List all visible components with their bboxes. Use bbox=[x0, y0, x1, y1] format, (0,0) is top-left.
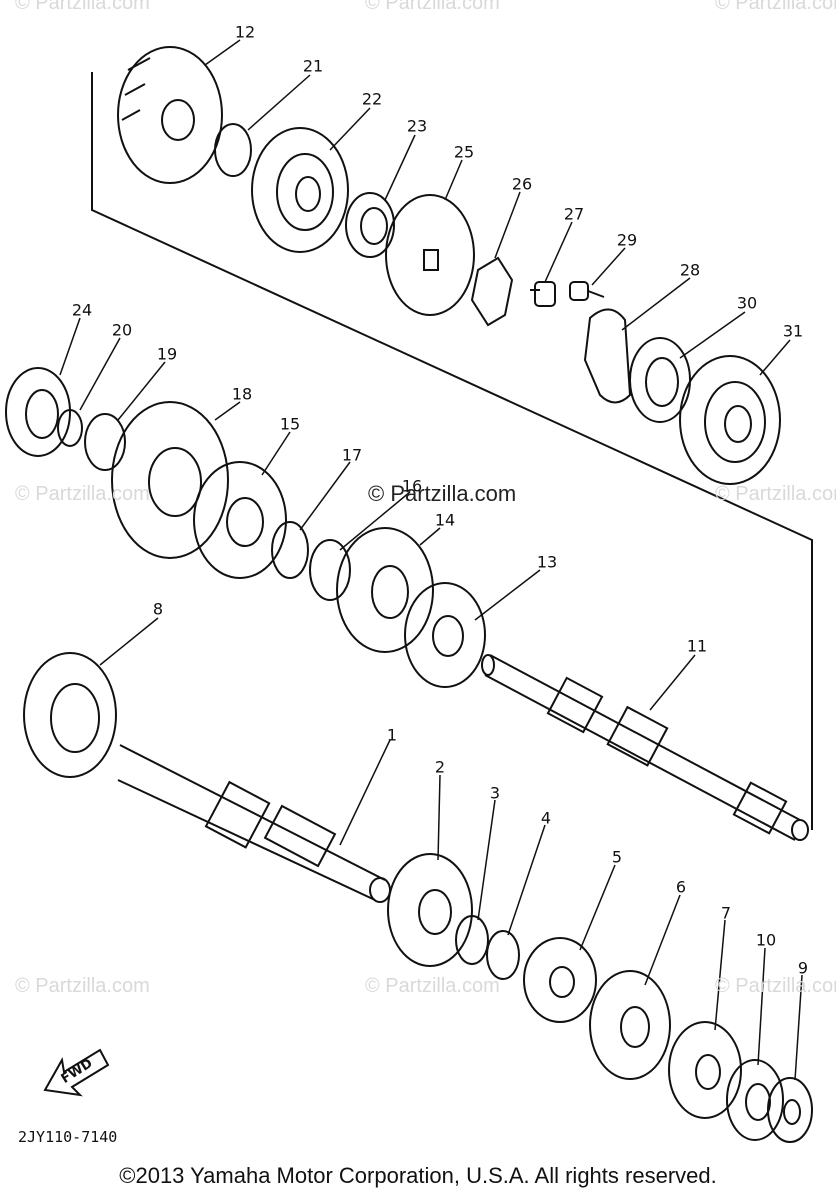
watermark: © Partzilla.com bbox=[15, 975, 150, 997]
part-22-bearing bbox=[251, 127, 349, 253]
callout-6: 6 bbox=[675, 877, 687, 897]
callout-2: 2 bbox=[434, 757, 446, 777]
callout-4: 4 bbox=[540, 808, 552, 828]
watermark: © Partzilla.com bbox=[365, 975, 500, 997]
part-14-gear bbox=[336, 527, 434, 653]
callout-29: 29 bbox=[616, 230, 638, 250]
callout-21: 21 bbox=[302, 56, 324, 76]
part-10-bearing bbox=[726, 1059, 784, 1141]
part-17-circlip bbox=[271, 521, 309, 579]
part-21-washer bbox=[214, 123, 252, 177]
callout-24: 24 bbox=[71, 300, 93, 320]
callout-28: 28 bbox=[679, 260, 701, 280]
frame-line bbox=[91, 72, 813, 830]
part-15-gear bbox=[193, 461, 287, 579]
callout-14: 14 bbox=[434, 510, 456, 530]
callout-3: 3 bbox=[489, 783, 501, 803]
part-9-seal bbox=[767, 1077, 813, 1143]
leader-lines bbox=[59, 39, 803, 1081]
callout-12: 12 bbox=[234, 22, 256, 42]
part-20-circlip bbox=[57, 409, 83, 447]
callout-7: 7 bbox=[720, 903, 732, 923]
fwd-arrow-icon bbox=[43, 1048, 110, 1097]
callout-19: 19 bbox=[156, 344, 178, 364]
part-7-gear bbox=[668, 1021, 742, 1119]
watermark: © Partzilla.com bbox=[715, 0, 836, 14]
watermark: © Partzilla.com bbox=[715, 975, 836, 997]
callout-10: 10 bbox=[755, 930, 777, 950]
part-6-gear bbox=[589, 970, 671, 1080]
part-3-washer bbox=[455, 915, 489, 965]
part-26-lockwasher bbox=[470, 256, 514, 327]
callout-20: 20 bbox=[111, 320, 133, 340]
diagram-code: 2JY110-7140 bbox=[18, 1128, 118, 1146]
callout-8: 8 bbox=[152, 599, 164, 619]
callout-26: 26 bbox=[511, 174, 533, 194]
part-5-gear bbox=[523, 937, 597, 1023]
part-11-shaft bbox=[481, 654, 809, 841]
callout-31: 31 bbox=[782, 321, 804, 341]
watermark-center: © Partzilla.com bbox=[368, 481, 517, 506]
callout-16: 16 bbox=[401, 476, 423, 496]
part-31-bearing bbox=[679, 355, 781, 485]
callout-30: 30 bbox=[736, 293, 758, 313]
copyright-notice: ©2013 Yamaha Motor Corporation, U.S.A. A… bbox=[119, 1163, 717, 1188]
callout-9: 9 bbox=[797, 958, 809, 978]
callout-5: 5 bbox=[611, 847, 623, 867]
watermark: © Partzilla.com bbox=[365, 0, 500, 14]
part-2-gear bbox=[387, 853, 473, 967]
callout-13: 13 bbox=[536, 552, 558, 572]
callout-1: 1 bbox=[386, 725, 398, 745]
part-8-bearing bbox=[23, 652, 117, 778]
callout-18: 18 bbox=[231, 384, 253, 404]
watermark: © Partzilla.com bbox=[15, 483, 150, 505]
callout-11: 11 bbox=[686, 636, 708, 656]
watermark: © Partzilla.com bbox=[15, 0, 150, 14]
callout-17: 17 bbox=[341, 445, 363, 465]
callout-22: 22 bbox=[361, 89, 383, 109]
part-18-gear bbox=[111, 401, 229, 559]
part-25-sprocket bbox=[385, 194, 475, 316]
part-19-washer bbox=[84, 413, 126, 471]
callout-25: 25 bbox=[453, 142, 475, 162]
part-28-plate bbox=[583, 308, 632, 404]
watermark: © Partzilla.com bbox=[715, 483, 836, 505]
part-23-seal bbox=[345, 192, 395, 258]
part-4-circlip bbox=[486, 930, 520, 980]
part-13-gear bbox=[404, 582, 486, 688]
part-27-bolt bbox=[530, 281, 556, 307]
part-29-bolt bbox=[569, 281, 605, 301]
part-16-washer bbox=[309, 539, 351, 601]
callout-27: 27 bbox=[563, 204, 585, 224]
part-12-gear bbox=[117, 46, 223, 184]
part-1-shaft bbox=[117, 744, 391, 903]
part-24-bearing bbox=[5, 367, 71, 457]
callout-15: 15 bbox=[279, 414, 301, 434]
callout-23: 23 bbox=[406, 116, 428, 136]
